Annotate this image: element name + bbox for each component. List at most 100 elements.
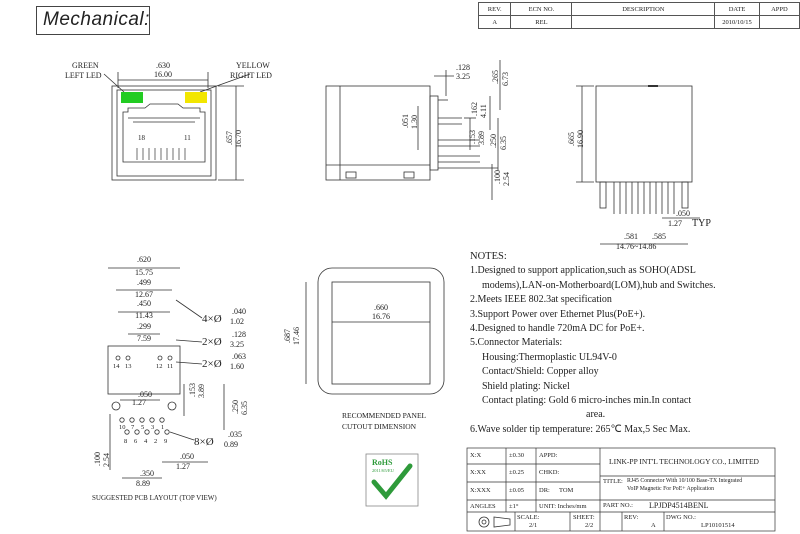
pcb-pitch-in: .050 [138, 390, 152, 399]
tol1-value: ±0.30 [509, 452, 524, 459]
panel-outline [317, 267, 445, 395]
pcb-w4-mm: 7.59 [137, 334, 151, 343]
hole2-prefix: 2×Ø [202, 336, 222, 348]
title-block-grid [466, 447, 776, 532]
pcb-pin-6: 6 [134, 438, 138, 445]
pcb-pin-10: 10 [119, 424, 126, 431]
sheet-key: SHEET: [573, 514, 595, 521]
panel-cutout: .660 16.76 .687 17.46 RECOMMENDED PANEL … [283, 267, 445, 431]
note-3: 3.Support Power over Ethernet Plus(PoE+)… [470, 308, 646, 320]
yellow-led [185, 92, 207, 103]
hole4-in: .035 [228, 430, 242, 439]
tol3-value: ±0.05 [509, 487, 524, 494]
front-housing [111, 85, 217, 181]
material-shield-plating: Shield plating: Nickel [482, 380, 570, 392]
pcb-pin-4: 4 [144, 438, 148, 445]
dwg-no-value: LP10101514 [701, 522, 735, 529]
cutout-h-mm: 17.46 [292, 327, 301, 345]
revision-table: REV. ECN NO. DESCRIPTION DATE APPD A REL… [477, 2, 800, 29]
pcb-p2-mm: 1.27 [176, 462, 190, 471]
pcb-top-pin-13: 13 [125, 363, 132, 370]
pcb-pin-5: 5 [141, 424, 144, 431]
note-2: 2.Meets IEEE 802.3at specification [470, 294, 612, 306]
mechanical-title-box: Mechanical: [36, 6, 150, 35]
pcb-pitch-mm: 1.27 [132, 398, 146, 407]
tol2-value: ±0.25 [509, 469, 524, 476]
right-w-mm: 14.76~14.86 [616, 242, 656, 251]
pcb-caption: SUGGESTED PCB LAYOUT (TOP VIEW) [92, 494, 217, 502]
rev-key: REV: [624, 514, 639, 521]
hole2-in: .128 [232, 330, 246, 339]
right-pitch-mm: 1.27 [668, 219, 682, 228]
company-name: LINK-PP INT'L TECHNOLOGY CO., LIMITED [609, 457, 759, 466]
pcb-pin-3: 3 [151, 424, 154, 431]
pcb-p2-in: .050 [180, 452, 194, 461]
side-d3-in: .051 [401, 114, 410, 128]
green-led [121, 92, 143, 103]
title-value-2: VoIP Magnetic For PoE+ Application [627, 486, 714, 492]
side-d4-in: .162 [470, 102, 479, 116]
appd-label: APPD: [539, 452, 558, 459]
rj45-socket-opening [122, 103, 206, 163]
pcb-pin-2: 2 [154, 438, 157, 445]
hole3-in: .063 [232, 352, 246, 361]
right-height-mm: 16.90 [576, 130, 585, 148]
ecn-value: REL [510, 15, 573, 29]
notes-section: NOTES: 1.Designed to support application… [470, 250, 790, 437]
rohs-label: RoHS [372, 458, 393, 467]
pcb-layout: .620 15.75 .499 12.67 .450 11.43 .299 7.… [92, 255, 249, 502]
material-contact-plating-cont: area. [586, 409, 606, 421]
pcb-row-mm: 2.54 [102, 453, 111, 467]
rohs-check-icon [371, 463, 413, 500]
cutout-w-mm: 16.76 [372, 312, 390, 321]
cutout-w-in: .660 [374, 303, 388, 312]
pcb-w4-in: .299 [137, 322, 151, 331]
front-height-mm: 16.70 [234, 130, 243, 148]
hole4-mm: 0.89 [224, 440, 238, 449]
side-d6-in: .250 [489, 134, 498, 148]
green-label: GREEN [72, 61, 99, 70]
appd-header: APPD [758, 2, 800, 16]
notes-heading: NOTES: [470, 251, 507, 262]
cutout-h-in: .687 [283, 329, 292, 343]
front-pin-right: 11 [184, 134, 191, 142]
side-d5-mm: 3.89 [477, 131, 486, 145]
note-4: 4.Designed to handle 720mA DC for PoE+. [470, 323, 645, 335]
tol2-key: X:XX [470, 469, 486, 476]
pcb-v2-mm: 6.35 [240, 401, 249, 415]
description-value [571, 15, 716, 29]
side-d4-mm: 4.11 [479, 104, 488, 118]
cutout-caption-2: CUTOUT DIMENSION [342, 422, 417, 431]
pcb-top-pin-14: 14 [113, 363, 120, 370]
cutout-caption-1: RECOMMENDED PANEL [342, 411, 427, 420]
pcb-signal-holes [119, 417, 170, 435]
front-view: GREEN LEFT LED YELLOW RIGHT LED .630 16.… [65, 61, 272, 181]
hole4-prefix: 8×Ø [194, 436, 214, 448]
tol1-key: X:X [470, 452, 482, 459]
first-angle-icon [478, 516, 511, 528]
tol3-key: X:XXX [470, 487, 491, 494]
revision-row: A REL 2010/10/15 [477, 15, 800, 29]
pcb-top-pin-12: 12 [156, 363, 163, 370]
yellow-label: YELLOW [236, 61, 270, 70]
right-pitch-note: TYP [692, 218, 711, 229]
pcb-pin-7: 7 [131, 424, 135, 431]
material-housing: Housing:Thermoplastic UL94V-0 [482, 351, 617, 363]
scale-key: SCALE: [517, 514, 540, 521]
material-contact: Contact/Shield: Copper alloy [482, 366, 599, 378]
side-d1-mm: 3.25 [456, 72, 470, 81]
hole1-in: .040 [232, 307, 246, 316]
angles-value: ±1° [509, 503, 519, 510]
hole1-prefix: 4×Ø [202, 313, 222, 325]
pcb-row-in: .100 [93, 452, 102, 466]
front-width-mm: 16.00 [154, 70, 172, 79]
right-led-label: RIGHT LED [230, 71, 272, 80]
appd-value [758, 15, 800, 29]
chkd-label: CHKD: [539, 469, 560, 476]
side-pins [438, 99, 498, 169]
note-1a: 1.Designed to support application,such a… [470, 265, 696, 277]
dwg-no-key: DWG NO.: [666, 514, 696, 521]
hole2-mm: 3.25 [230, 340, 244, 349]
angles-key: ANGLES [470, 503, 496, 510]
